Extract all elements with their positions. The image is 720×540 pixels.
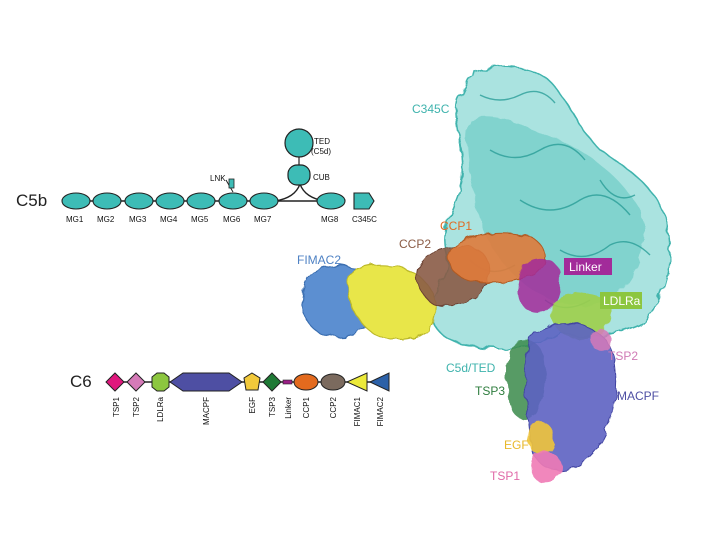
c6-ccp1-label: CCP1 (302, 396, 311, 418)
c6-linker-label: Linker (284, 397, 293, 419)
egf-surface (527, 421, 555, 455)
fimac1-surface-shape (347, 264, 436, 341)
lnk-label: LNK (210, 174, 226, 183)
c345c-shape (353, 192, 375, 210)
mg2-shape (92, 192, 122, 210)
c345c-domain-label: C345C (352, 215, 377, 224)
c6-ccp2-label: CCP2 (329, 396, 338, 418)
tsp3-shape (262, 372, 282, 392)
mg5-label: MG5 (191, 215, 209, 224)
c6-fimac1-label: FIMAC1 (353, 396, 362, 426)
mg8-shape (316, 192, 346, 210)
c6-egf-label: EGF (248, 397, 257, 414)
label-ldlra: LDLRa (603, 294, 641, 308)
egf-surface-shape (527, 421, 555, 455)
label-macpf: MACPF (617, 389, 659, 403)
mg6-shape (218, 192, 248, 210)
label-egf: EGF (504, 438, 529, 452)
macpf-shape (169, 372, 243, 392)
ted-domain-shape (284, 128, 314, 158)
label-linker-bg (564, 258, 612, 275)
label-c345c: C345C (412, 102, 450, 116)
tsp2-surface-shape (591, 328, 612, 352)
label-tsp3: TSP3 (475, 384, 505, 398)
cub-domain-shape (287, 164, 311, 186)
label-fimac2: FIMAC2 (297, 253, 341, 267)
c6-macpf-label: MACPF (202, 397, 211, 425)
lnk-shape (228, 178, 235, 189)
mg4-shape (155, 192, 185, 210)
structure-model: C345C FIMAC2 CCP1 CCP2 Linker LDLRa TSP2… (297, 65, 671, 483)
tsp1-shape (105, 372, 125, 392)
label-ldlra-bg (600, 292, 642, 309)
egf-shape (243, 372, 261, 391)
label-linker: Linker (569, 260, 602, 274)
tsp2-surface (591, 328, 612, 352)
tsp1-surface-shape (530, 451, 562, 483)
mg8-label: MG8 (321, 215, 339, 224)
tsp1-surface (530, 451, 562, 483)
mg2-label: MG2 (97, 215, 115, 224)
c6-tsp1-label: TSP1 (112, 396, 121, 417)
mg3-label: MG3 (129, 215, 147, 224)
label-ccp1: CCP1 (440, 219, 472, 233)
c6-title: C6 (70, 372, 92, 391)
linker-shape (282, 379, 293, 385)
mg1-label: MG1 (66, 215, 84, 224)
mg3-shape (124, 192, 154, 210)
mg1-shape (61, 192, 91, 210)
c6-tsp3-label: TSP3 (268, 396, 277, 417)
ccp1-shape (293, 373, 319, 391)
c5d-label: (C5d) (311, 147, 331, 156)
ldlra-shape (151, 372, 170, 392)
c5b-link-mg7-cub (274, 183, 301, 202)
mg6-label: MG6 (223, 215, 241, 224)
label-ccp2: CCP2 (399, 237, 431, 251)
c6-schematic: C6 TSP1 TSP2 LDLRa MACPF EGF TSP3 Linker… (70, 372, 390, 426)
linker-surface (518, 258, 561, 313)
c5b-title: C5b (16, 191, 47, 210)
label-tsp2: TSP2 (608, 349, 638, 363)
label-tsp1: TSP1 (490, 469, 520, 483)
ted-label: TED (314, 137, 330, 146)
c6-ldlra-label: LDLRa (156, 396, 165, 421)
label-c5d-ted: C5d/TED (446, 361, 496, 375)
c5b-schematic: C5b TED (C5d) CUB LNK MG1 MG2 MG3 MG4 MG… (16, 128, 377, 224)
mg4-label: MG4 (160, 215, 178, 224)
mg5-shape (186, 192, 216, 210)
mg7-shape (249, 192, 279, 210)
c6-tsp2-label: TSP2 (132, 396, 141, 417)
tsp2-shape (126, 372, 146, 392)
c6-fimac2-label: FIMAC2 (376, 396, 385, 426)
ccp2-shape (320, 373, 346, 391)
mg7-label: MG7 (254, 215, 272, 224)
fimac2-shape (368, 372, 390, 392)
linker-surface-shape (518, 258, 561, 313)
cub-label: CUB (313, 173, 330, 182)
fimac1-surface (347, 264, 436, 341)
fimac1-shape (345, 372, 368, 392)
